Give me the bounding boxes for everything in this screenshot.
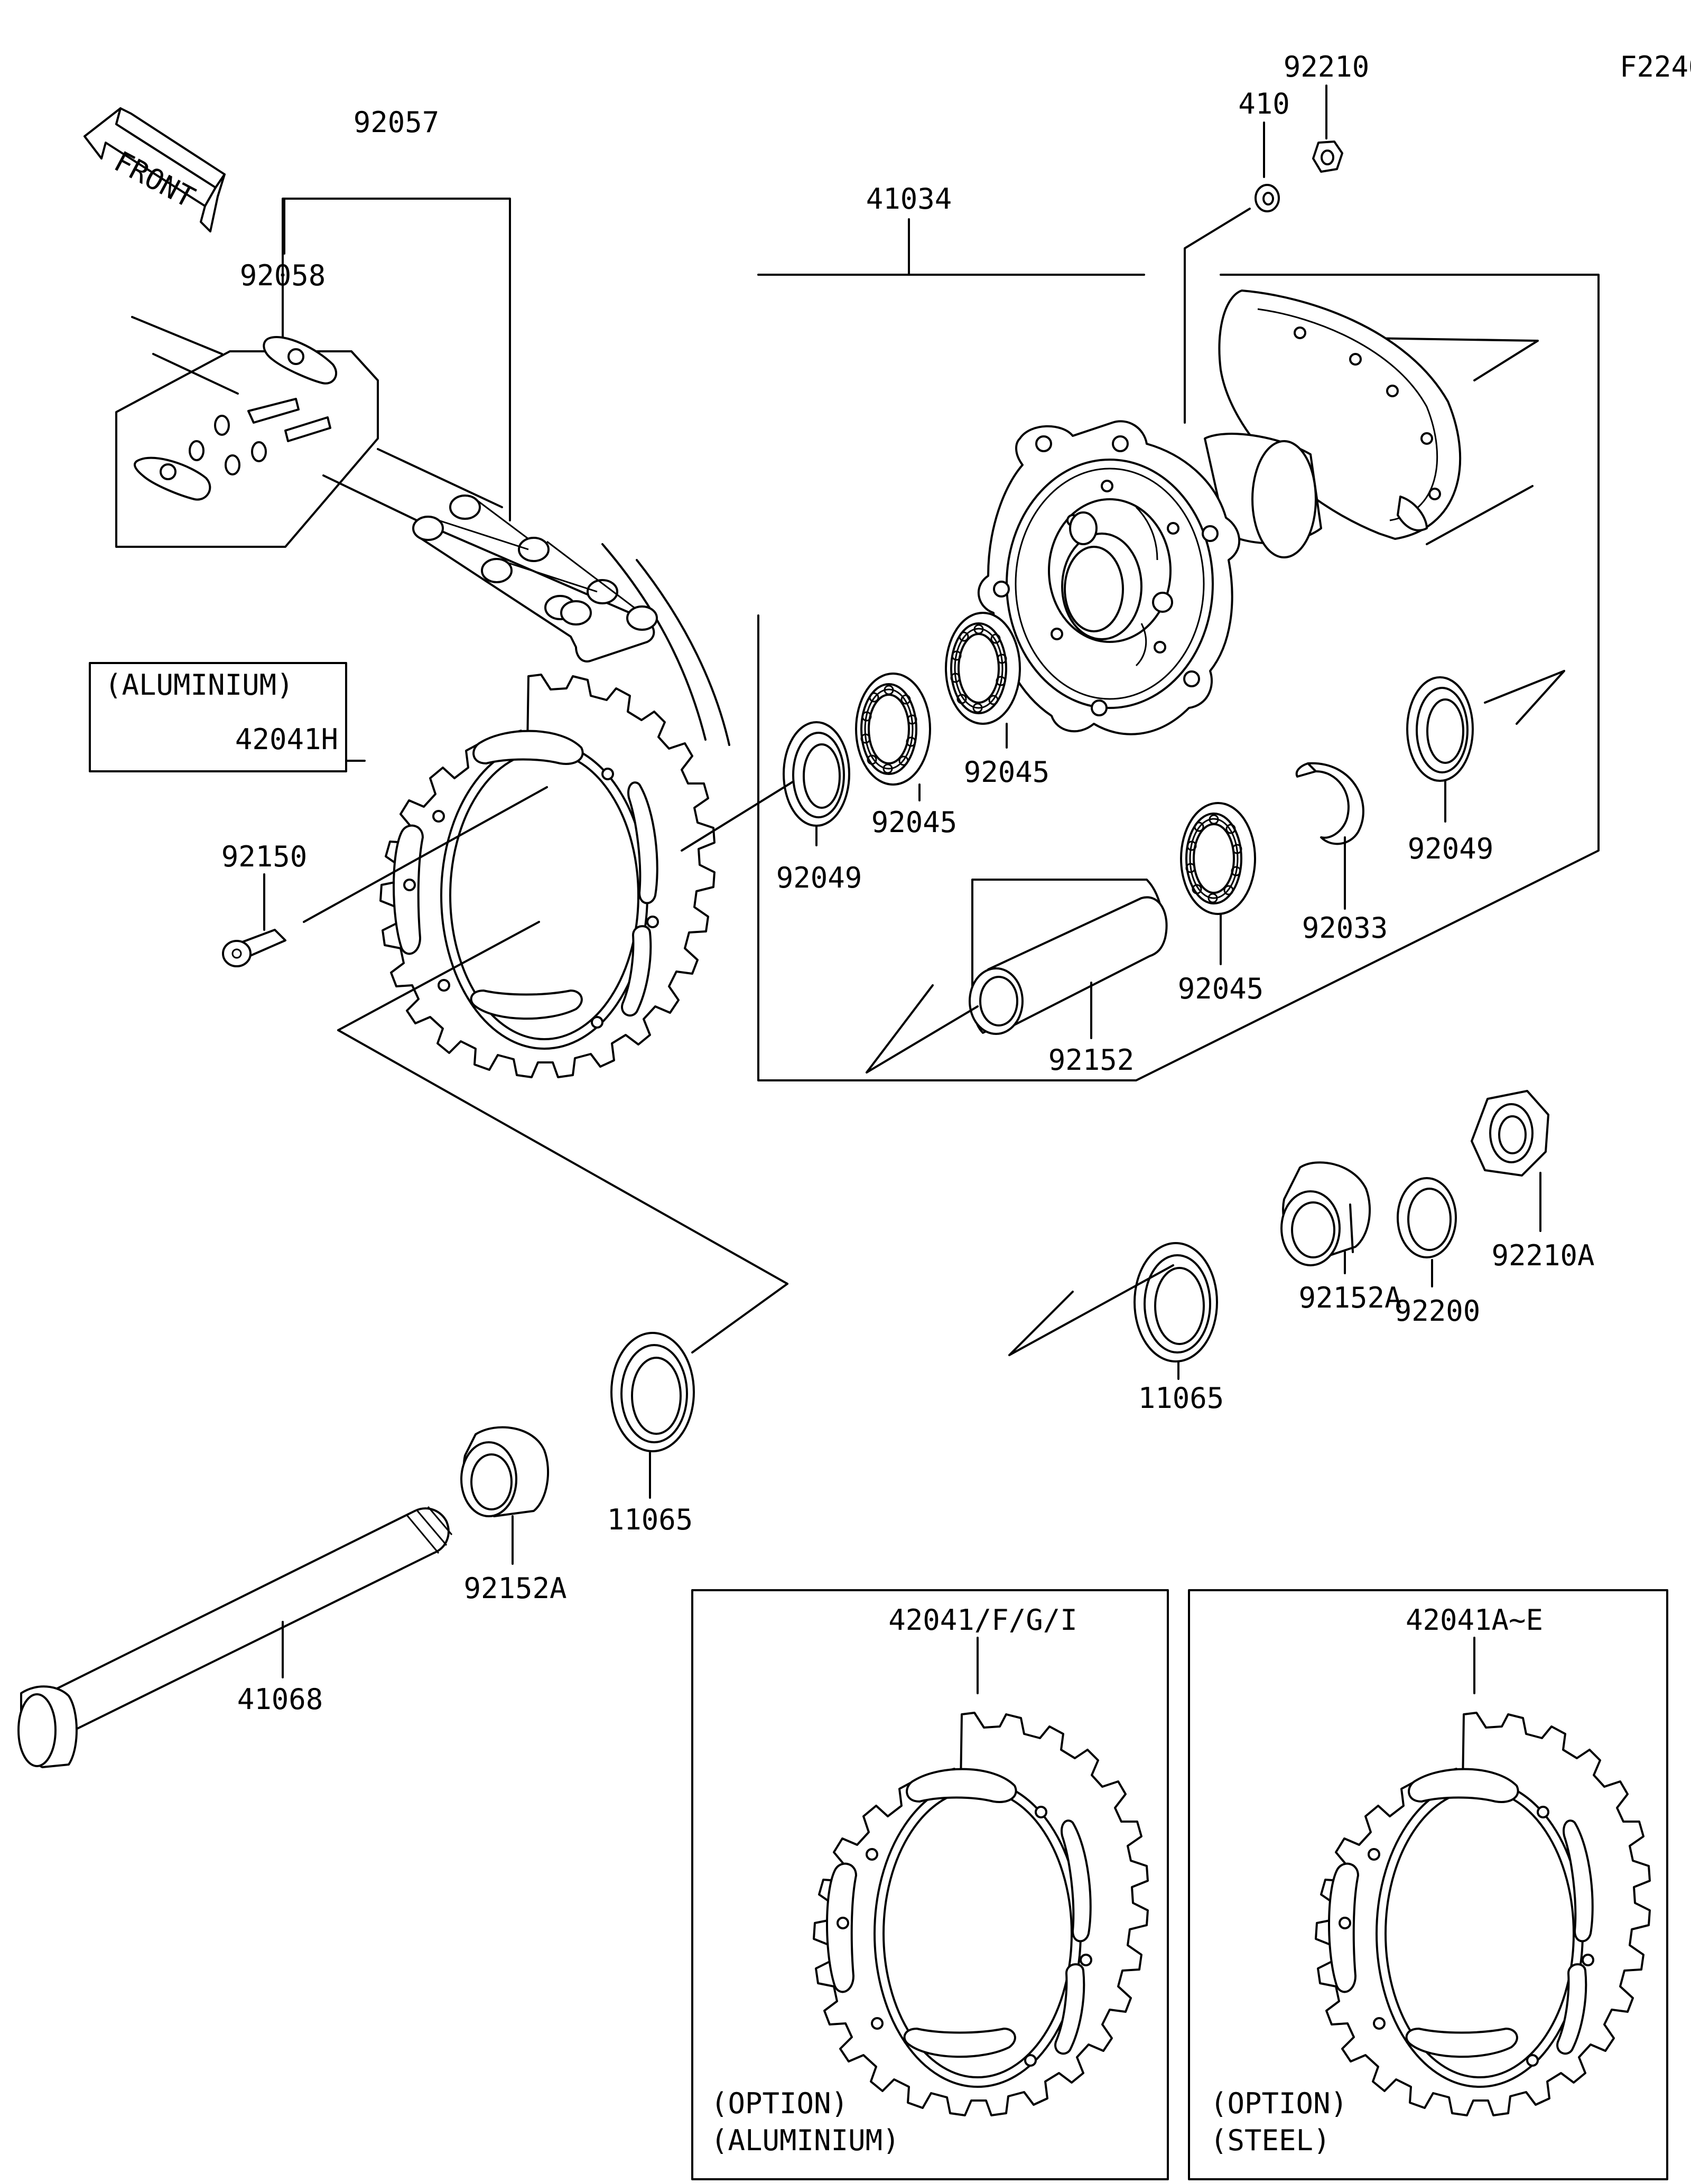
callout-92152a-b: 92152A [463,1572,566,1605]
option-aluminium-line2: (ALUMINIUM) [711,2124,900,2157]
callout-92033: 92033 [1302,911,1388,945]
option-box-steel: 42041A~E (OPTION) (STEEL) [1188,1589,1668,2180]
option-steel-part: 42041A~E [1406,1603,1543,1637]
callout-410: 410 [1238,87,1290,120]
callout-41034: 41034 [866,182,952,216]
option-aluminium-line1: (OPTION) [711,2087,848,2120]
rear-hub [978,290,1565,735]
callout-92210a: 92210A [1491,1239,1594,1272]
option-aluminium-part: 42041/F/G/I [888,1603,1077,1637]
option-steel-line2: (STEEL) [1210,2124,1331,2157]
callout-92057: 92057 [354,106,440,139]
callout-92045-b: 92045 [964,755,1050,789]
diagram-code: F2240 [1620,50,1691,83]
seal-11065-left: 11065 [607,1332,695,1536]
option-box-aluminium: 42041/F/G/I (OPTION) (ALUMINIUM) [691,1589,1169,2180]
bolt-92150: 92150 [221,786,548,967]
callout-92210: 92210 [1284,50,1370,83]
axle-41068: 41068 [17,1506,453,1768]
front-arrow-icon: FRONT [83,107,226,232]
washer-92200: 92200 [1395,1177,1481,1328]
callout-92058: 92058 [240,259,326,292]
seal-11065-right: 11065 [1008,1242,1224,1415]
callout-92049-b: 92049 [1408,832,1494,865]
hub-bracket: 41034 [757,182,1600,1081]
washer-410: 410 [1184,87,1290,424]
callout-42041h: 42041H [235,723,338,756]
callout-92152: 92152 [1048,1043,1135,1077]
bearing-92045-a: 92045 [855,673,958,839]
bearing-92045-b: 92045 [945,612,1050,789]
sprocket-projection [337,921,788,1354]
callout-41068: 41068 [237,1683,323,1716]
seal-92049-left: 92049 [681,721,862,894]
circlip-92033: 92033 [1295,762,1388,945]
callout-11065-b: 11065 [607,1503,693,1536]
callout-92200: 92200 [1395,1294,1481,1328]
collar-92152: 92152 [866,879,1168,1077]
collar-92152a-left: 92152A [460,1426,567,1605]
collar-92152a-right: 92152A [1280,1161,1402,1314]
nut-92210a: 92210A [1471,1090,1595,1272]
callout-11065-a: 11065 [1138,1382,1224,1415]
callout-92045-a: 92045 [871,806,958,839]
callout-92150: 92150 [221,840,308,873]
nut-92210: 92210 [1284,50,1370,173]
callout-92049-a: 92049 [776,861,862,894]
seal-92049-right: 92049 [1406,676,1494,865]
sprocket-42041h: (ALUMINIUM) 42041H [89,662,716,1078]
bearing-92045-c: 92045 [1178,802,1264,1005]
aluminium-note: (ALUMINIUM) [105,668,294,702]
option-steel-line1: (OPTION) [1210,2087,1348,2120]
master-link-kit [115,316,503,548]
callout-92045-c: 92045 [1178,972,1264,1005]
callout-92152a-a: 92152A [1298,1281,1401,1314]
drive-chain [412,494,730,746]
